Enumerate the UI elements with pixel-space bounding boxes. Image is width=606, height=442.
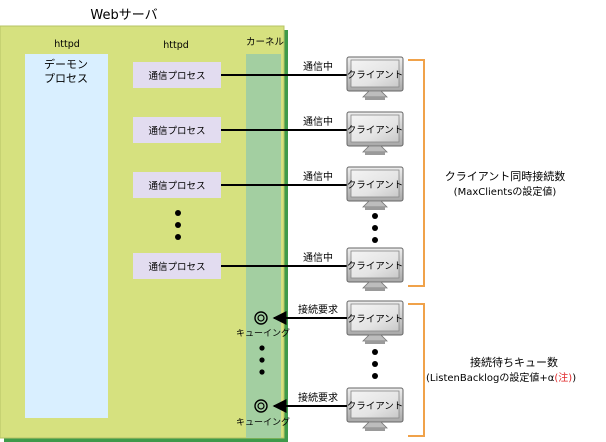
- queue-annotation-note: (注): [554, 371, 572, 384]
- queue-client-ellipsis: [372, 349, 378, 379]
- client-monitor: クライアント: [346, 111, 404, 155]
- client-ellipsis: [372, 213, 378, 243]
- queue-annotation-sub-main: (ListenBacklogの設定値+α: [426, 371, 555, 384]
- server-title: Webサーバ: [90, 8, 157, 23]
- process-box: 通信プロセス: [133, 172, 221, 198]
- daemon-label-line1: デーモン: [44, 57, 88, 71]
- client-label: クライアント: [347, 261, 404, 272]
- queueing-label: キューイング: [236, 327, 290, 339]
- clients-annotation-sub: (MaxClientsの設定値): [454, 185, 557, 198]
- client-label: クライアント: [347, 125, 404, 136]
- queue-bracket: [408, 303, 425, 437]
- client-monitor: クライアント: [346, 247, 404, 291]
- process-box: 通信プロセス: [133, 117, 221, 143]
- clients-bracket: [408, 59, 425, 287]
- process-box: 通信プロセス: [133, 62, 221, 88]
- connection-label: 通信中: [303, 170, 333, 183]
- process-ellipsis: [175, 210, 181, 240]
- queue-ellipsis: [259, 345, 265, 375]
- queue-annotation-title: 接続待ちキュー数: [470, 355, 558, 369]
- connection-label: 通信中: [303, 251, 333, 264]
- process-label: 通信プロセス: [148, 125, 205, 137]
- daemon-process-box: [25, 54, 108, 418]
- connect-request-label: 接続要求: [298, 303, 338, 316]
- process-label: 通信プロセス: [148, 70, 205, 82]
- client-label: クライアント: [347, 314, 404, 325]
- queue-annotation-sub: (ListenBacklogの設定値+α(注)): [426, 371, 576, 384]
- clients-annotation-title: クライアント同時接続数: [445, 169, 566, 183]
- client-monitor: クライアント: [346, 387, 404, 431]
- daemon-header: httpd: [54, 39, 80, 50]
- client-monitor: クライアント: [346, 56, 404, 100]
- client-label: クライアント: [347, 180, 404, 191]
- queue-slot-icon: [254, 311, 268, 325]
- connection-label: 通信中: [303, 115, 333, 128]
- client-label: クライアント: [347, 401, 404, 412]
- process-box: 通信プロセス: [133, 253, 221, 279]
- queue-annotation-sub-close: ): [572, 373, 576, 384]
- client-monitor: クライアント: [346, 166, 404, 210]
- process-label: 通信プロセス: [148, 261, 205, 273]
- kernel-column: [246, 54, 281, 438]
- kernel-header: カーネル: [246, 37, 285, 48]
- connection-label: 通信中: [303, 60, 333, 73]
- process-label: 通信プロセス: [148, 180, 205, 192]
- queueing-label: キューイング: [236, 416, 290, 428]
- queue-slot-icon: [254, 399, 268, 413]
- client-label: クライアント: [347, 70, 404, 81]
- connect-request-label: 接続要求: [298, 391, 338, 404]
- daemon-label-line2: プロセス: [44, 72, 88, 85]
- procs-header: httpd: [163, 40, 189, 51]
- client-monitor: クライアント: [346, 300, 404, 344]
